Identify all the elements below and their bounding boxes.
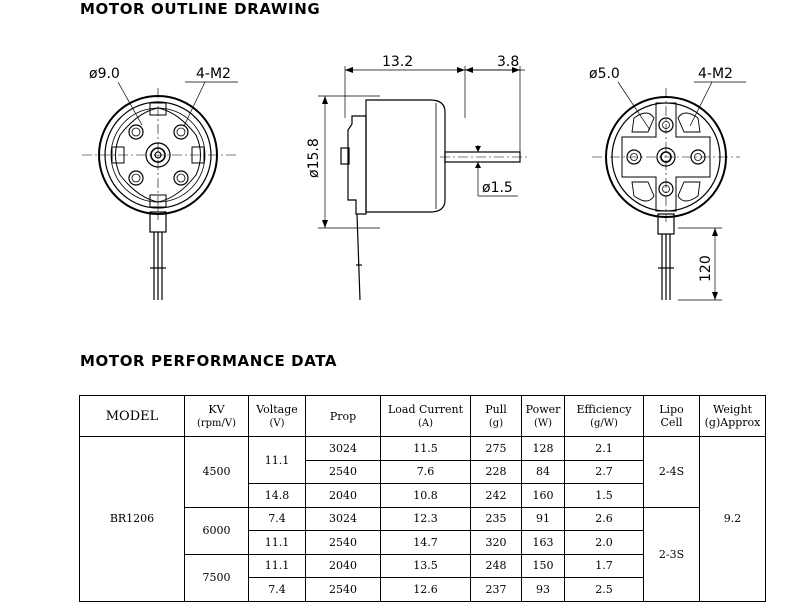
kv-cell: 7500 bbox=[184, 553, 249, 602]
prop-cell: 2540 bbox=[305, 577, 381, 602]
pull-cell: 228 bbox=[470, 459, 522, 484]
side-dia-label: ø15.8 bbox=[306, 138, 322, 178]
prop-cell: 3024 bbox=[305, 436, 381, 461]
header-prop: Prop bbox=[305, 395, 381, 437]
power-cell: 128 bbox=[521, 436, 565, 461]
power-cell: 163 bbox=[521, 530, 565, 555]
pull-cell: 242 bbox=[470, 483, 522, 508]
voltage-cell: 7.4 bbox=[248, 506, 306, 531]
pull-cell: 235 bbox=[470, 506, 522, 531]
load-cell: 13.5 bbox=[380, 553, 471, 578]
eff-cell: 2.5 bbox=[564, 577, 644, 602]
table-row: 7500 11.1 2040 13.5 248 150 1.7 bbox=[80, 553, 766, 602]
load-cell: 10.8 bbox=[380, 483, 471, 508]
prop-cell: 2040 bbox=[305, 483, 381, 508]
power-cell: 84 bbox=[521, 459, 565, 484]
eff-cell: 1.5 bbox=[564, 483, 644, 508]
table-row: 7.4 2540 12.6 237 93 2.5 bbox=[80, 577, 766, 602]
shaft-length-label: 3.8 bbox=[497, 54, 519, 70]
prop-cell: 2040 bbox=[305, 553, 381, 578]
lead-length-label: 120 bbox=[698, 255, 714, 282]
header-kv: KV(rpm/V) bbox=[184, 395, 249, 437]
eff-cell: 2.6 bbox=[564, 506, 644, 531]
prop-cell: 3024 bbox=[305, 506, 381, 531]
shaft-dia-label: ø1.5 bbox=[482, 180, 513, 196]
table-row: 14.8 2040 10.8 242 160 1.5 bbox=[80, 483, 766, 508]
header-efficiency: Efficiency(g/W) bbox=[564, 395, 644, 437]
eff-cell: 2.1 bbox=[564, 436, 644, 461]
performance-table: MODEL KV(rpm/V) Voltage(V) Prop Load Cur… bbox=[79, 395, 766, 602]
header-power: Power(W) bbox=[521, 395, 565, 437]
load-cell: 12.6 bbox=[380, 577, 471, 602]
weight-cell: 9.2 bbox=[699, 436, 766, 602]
prop-cell: 2540 bbox=[305, 530, 381, 555]
pull-cell: 275 bbox=[470, 436, 522, 461]
front-hole-label: 4-M2 bbox=[196, 66, 231, 82]
voltage-cell: 7.4 bbox=[248, 577, 306, 602]
rear-hole-label: 4-M2 bbox=[698, 66, 733, 82]
power-cell: 160 bbox=[521, 483, 565, 508]
lipo-cell: 2-4S bbox=[643, 436, 700, 508]
kv-cell: 6000 bbox=[184, 506, 249, 555]
front-dia-label: ø9.0 bbox=[89, 66, 120, 82]
load-cell: 12.3 bbox=[380, 506, 471, 531]
power-cell: 93 bbox=[521, 577, 565, 602]
pull-cell: 237 bbox=[470, 577, 522, 602]
kv-cell: 4500 bbox=[184, 436, 249, 508]
header-pull: Pull(g) bbox=[470, 395, 522, 437]
outline-drawing: ø9.0 4-M2 13.2 3.8 ø15.8 ø1.5 ø5.0 4-M2 … bbox=[82, 54, 746, 301]
performance-heading: MOTOR PERFORMANCE DATA bbox=[80, 352, 338, 370]
power-cell: 150 bbox=[521, 553, 565, 578]
header-voltage: Voltage(V) bbox=[248, 395, 306, 437]
lipo-cell: 2-3S bbox=[643, 506, 700, 602]
voltage-cell: 14.8 bbox=[248, 483, 306, 508]
front-view bbox=[82, 81, 238, 300]
load-cell: 11.5 bbox=[380, 436, 471, 461]
eff-cell: 2.0 bbox=[564, 530, 644, 555]
rear-view bbox=[592, 81, 746, 301]
power-cell: 91 bbox=[521, 506, 565, 531]
pull-cell: 248 bbox=[470, 553, 522, 578]
voltage-cell: 11.1 bbox=[248, 530, 306, 555]
side-view bbox=[318, 66, 528, 301]
voltage-cell: 11.1 bbox=[248, 436, 306, 484]
eff-cell: 1.7 bbox=[564, 553, 644, 578]
rear-dia-label: ø5.0 bbox=[589, 66, 620, 82]
body-length-label: 13.2 bbox=[382, 54, 413, 70]
header-model: MODEL bbox=[79, 395, 185, 437]
outline-heading: MOTOR OUTLINE DRAWING bbox=[80, 0, 321, 18]
pull-cell: 320 bbox=[470, 530, 522, 555]
load-cell: 14.7 bbox=[380, 530, 471, 555]
header-weight: Weight(g)Approx bbox=[699, 395, 766, 437]
table-row: BR1206 4500 11.1 3024 11.5 275 128 2.1 2… bbox=[79, 436, 766, 602]
table-row: 2540 7.6 228 84 2.7 bbox=[80, 459, 766, 484]
prop-cell: 2540 bbox=[305, 459, 381, 484]
load-cell: 7.6 bbox=[380, 459, 471, 484]
model-cell: BR1206 bbox=[79, 436, 185, 602]
voltage-cell: 11.1 bbox=[248, 553, 306, 578]
eff-cell: 2.7 bbox=[564, 459, 644, 484]
table-header-row: MODEL KV(rpm/V) Voltage(V) Prop Load Cur… bbox=[79, 395, 766, 437]
header-load-current: Load Current(A) bbox=[380, 395, 471, 437]
